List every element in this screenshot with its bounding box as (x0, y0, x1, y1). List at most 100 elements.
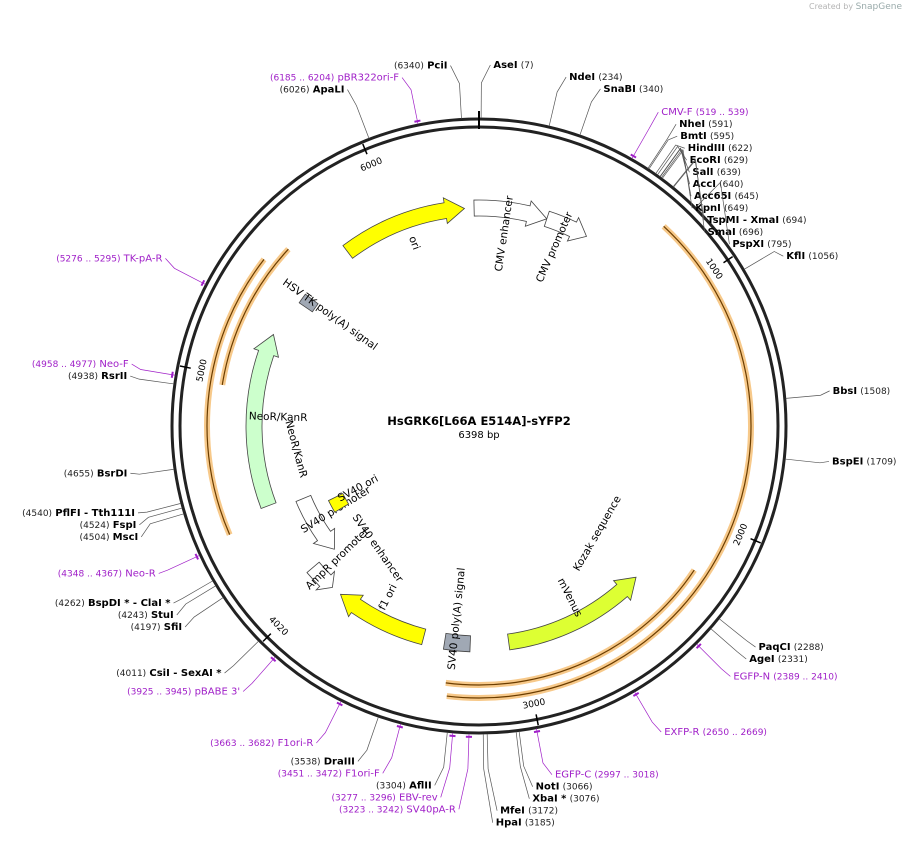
site-coord: (3066) (563, 783, 593, 793)
site-coord: (4524) (80, 521, 110, 531)
site-coord: (595) (710, 132, 734, 142)
feature-label-mvenus: mVenus (555, 576, 585, 619)
site-leader-bsrdi (130, 468, 175, 475)
inner-label-kozak-sequence: Kozak sequence (571, 494, 624, 573)
primer-label-pbabe-3: (3925 .. 3945) pBABE 3' (127, 686, 240, 697)
primer-mark-f1ori-f (396, 725, 404, 729)
site-leader-kpni (662, 149, 693, 209)
primer-leader-tk-pa-r (165, 258, 206, 285)
primer-label-egfp-c: EGFP-C (2997 .. 3018) (555, 770, 659, 781)
primer-label-cmv-f: CMV-F (519 .. 539) (661, 107, 748, 118)
tick-mark (723, 256, 734, 264)
site-leader-snabi (579, 88, 601, 136)
site-name: XbaI * (532, 794, 567, 805)
site-leader-stui (176, 585, 216, 616)
primer-label-exfp-r: EXFP-R (2650 .. 2669) (664, 727, 767, 738)
site-name: DraIII (324, 756, 355, 767)
site-name: SnaBI (603, 84, 635, 95)
site-leader-nhei (647, 124, 677, 169)
site-name: MfeI (500, 806, 525, 817)
site-name: BspDI * - ClaI * (88, 598, 171, 609)
site-coord: (340) (639, 85, 663, 95)
site-name: PspXI (732, 239, 764, 250)
inner-label-neor-kanr: NeoR/KanR (283, 419, 310, 479)
site-coord: (694) (782, 216, 806, 226)
site-coord: (629) (724, 156, 748, 166)
enzyme-label-bsrdi: (4655) BsrDI (64, 468, 128, 479)
enzyme-label-csii-sexai: (4011) CsiI - SexAI * (116, 668, 222, 679)
site-coord: (2331) (778, 655, 808, 665)
site-name: PciI (427, 61, 447, 72)
enzyme-label-hpai: HpaI (3185) (496, 818, 555, 829)
site-coord: (3172) (528, 807, 558, 817)
site-leader-fspi (139, 507, 183, 526)
enzyme-label-ecori: EcoRI (629) (690, 155, 748, 166)
inner-label-sv40-enhancer: SV40 enhancer (350, 512, 406, 585)
feature-f1-ori (339, 593, 427, 646)
site-name: Neo-F (99, 359, 129, 370)
site-leader-pcii (450, 65, 462, 119)
site-name: RsrII (101, 371, 127, 382)
site-name: BsrDI (97, 468, 128, 479)
site-leader-paqci (719, 618, 756, 648)
enzyme-label-sali: SalI (639) (692, 167, 741, 178)
enzyme-label-pspxi: PspXI (795) (732, 239, 791, 250)
feature-sv40-promoter (295, 494, 336, 550)
primer-leader-ebv-rev (440, 732, 454, 798)
site-name: TspMI - XmaI (707, 215, 779, 226)
site-name: BmtI (680, 131, 707, 142)
tick-mark (179, 365, 191, 369)
primer-label-pbr322ori-f: (6185 .. 6204) pBR322ori-F (270, 73, 399, 84)
enzyme-label-paqci: PaqCI (2288) (759, 642, 824, 653)
site-coord: (4262) (55, 599, 85, 609)
primer-mark-f1ori-r (336, 701, 343, 707)
map-center: HsGRK6[L66A E514A]-sYFP2 6398 bp (387, 414, 570, 441)
primer-mark-egfp-n (695, 643, 702, 649)
site-name: SfiI (164, 622, 182, 633)
site-coord: (6185 .. 6204) (270, 74, 334, 84)
enzyme-label-aflii: (3304) AflII (376, 780, 432, 791)
tick-mark (535, 714, 539, 726)
feature-ori (342, 197, 466, 259)
enzyme-label-noti: NotI (3066) (536, 782, 593, 793)
enzyme-label-stui: (4243) StuI (118, 610, 174, 621)
plasmid-backbone (170, 111, 788, 735)
primer-leader-neo-r (158, 555, 200, 574)
site-leader-pspxi (695, 181, 730, 245)
snapgene-logo: SnapGene (855, 2, 902, 12)
enzyme-label-agei: AgeI (2331) (749, 654, 808, 665)
primer-mark-exfp-r (632, 692, 640, 697)
site-coord: (1709) (867, 457, 897, 467)
enzyme-label-acci: AccI (640) (693, 179, 744, 190)
orf-arc (206, 258, 265, 535)
site-name: Neo-R (125, 568, 156, 579)
site-leader-sfii (184, 597, 224, 628)
primer-leader-sv40pa-r (458, 733, 470, 810)
enzyme-label-bbsi: BbsI (1508) (833, 386, 891, 397)
site-coord: (795) (767, 240, 791, 250)
primer-mark-ebv-rev (449, 734, 456, 738)
site-leader-smai (673, 159, 705, 233)
site-name: BspEI (832, 456, 863, 467)
site-name: PflFI - Tth111I (55, 508, 135, 519)
tick-label: 3000 (522, 697, 547, 711)
primer-leader-egfp-c (536, 728, 553, 775)
site-name: PaqCI (759, 642, 791, 653)
primer-mark-egfp-c (533, 729, 541, 734)
site-coord: (7) (521, 61, 534, 71)
primer-label-neo-f: (4958 .. 4977) Neo-F (32, 359, 129, 370)
site-coord: (3663 .. 3682) (210, 739, 274, 749)
site-layer: AseI (7)NdeI (234)SnaBI (340)CMV-F (519 … (22, 60, 896, 829)
site-leader-xbai (515, 731, 530, 799)
site-leader-noti (518, 731, 533, 787)
site-coord: (2997 .. 3018) (594, 771, 658, 781)
site-name: Acc65I (694, 191, 731, 202)
site-leader-bspei (785, 458, 830, 464)
primer-mark-tk-pa-r (200, 279, 206, 287)
site-coord: (6026) (280, 86, 310, 96)
site-coord: (5276 .. 5295) (56, 254, 120, 264)
site-coord: (4655) (64, 469, 94, 479)
site-name: KflI (786, 251, 805, 262)
site-coord: (3451 .. 3472) (278, 769, 342, 779)
site-coord: (4938) (68, 372, 98, 382)
